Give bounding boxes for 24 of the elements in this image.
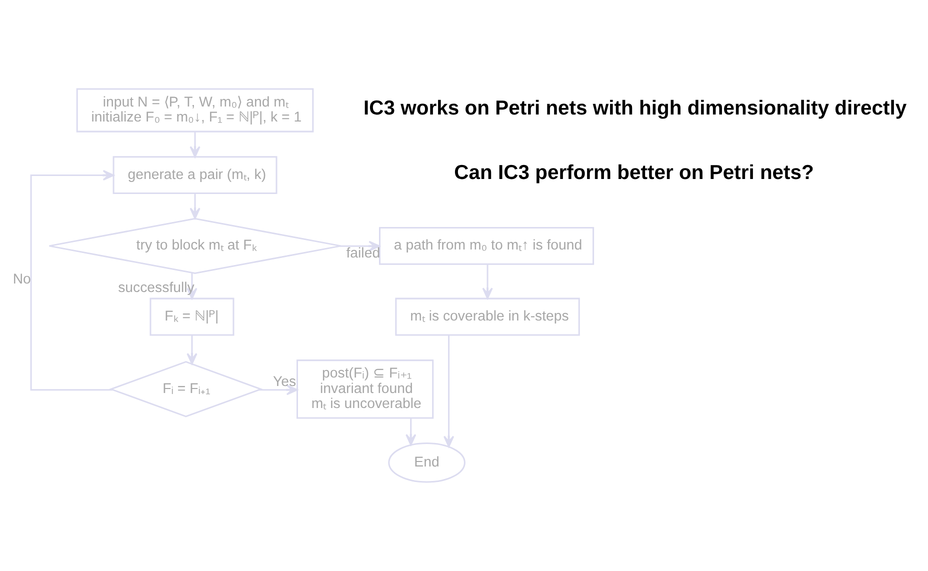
arrow — [444, 335, 454, 448]
node-diamond: try to block mₜ at Fₖ — [48, 218, 342, 274]
arrow — [259, 384, 298, 396]
arrow — [186, 335, 198, 365]
node-box: mₜ is coverable in k-steps — [395, 298, 580, 336]
node-box: post(Fᵢ) ⊆ Fᵢ₊₁ invariant found mₜ is uncoverable — [296, 360, 434, 419]
arrow — [30, 170, 114, 391]
node-box: input N = ⟨P, T, W, m₀⟩ and mₜ initialize F₀ = m₀↓, F₁ = ℕ|ᴾ|, k = 1 — [76, 88, 314, 132]
edge-label: No — [12, 271, 31, 288]
node-box: Fₖ = ℕ|ᴾ| — [150, 298, 234, 336]
label: Can IC3 perform better on Petri nets? — [454, 162, 814, 184]
edge-label: successfully — [118, 280, 194, 296]
arrow — [190, 132, 200, 158]
node-box: generate a pair (mₜ, k) — [112, 156, 278, 194]
arrow — [406, 418, 416, 446]
node-box: a path from m₀ to mₜ↑ is found — [378, 226, 594, 265]
node-ellipse: End — [388, 442, 466, 483]
edge-label: Yes — [272, 374, 296, 390]
arrow — [190, 193, 200, 220]
arrow — [482, 264, 493, 300]
label: IC3 works on Petri nets with high dimensionality directly — [364, 97, 907, 120]
node-diamond: Fᵢ = Fᵢ₊₁ — [108, 361, 264, 418]
arrow — [340, 240, 380, 252]
edge-label: failed — [346, 245, 380, 262]
